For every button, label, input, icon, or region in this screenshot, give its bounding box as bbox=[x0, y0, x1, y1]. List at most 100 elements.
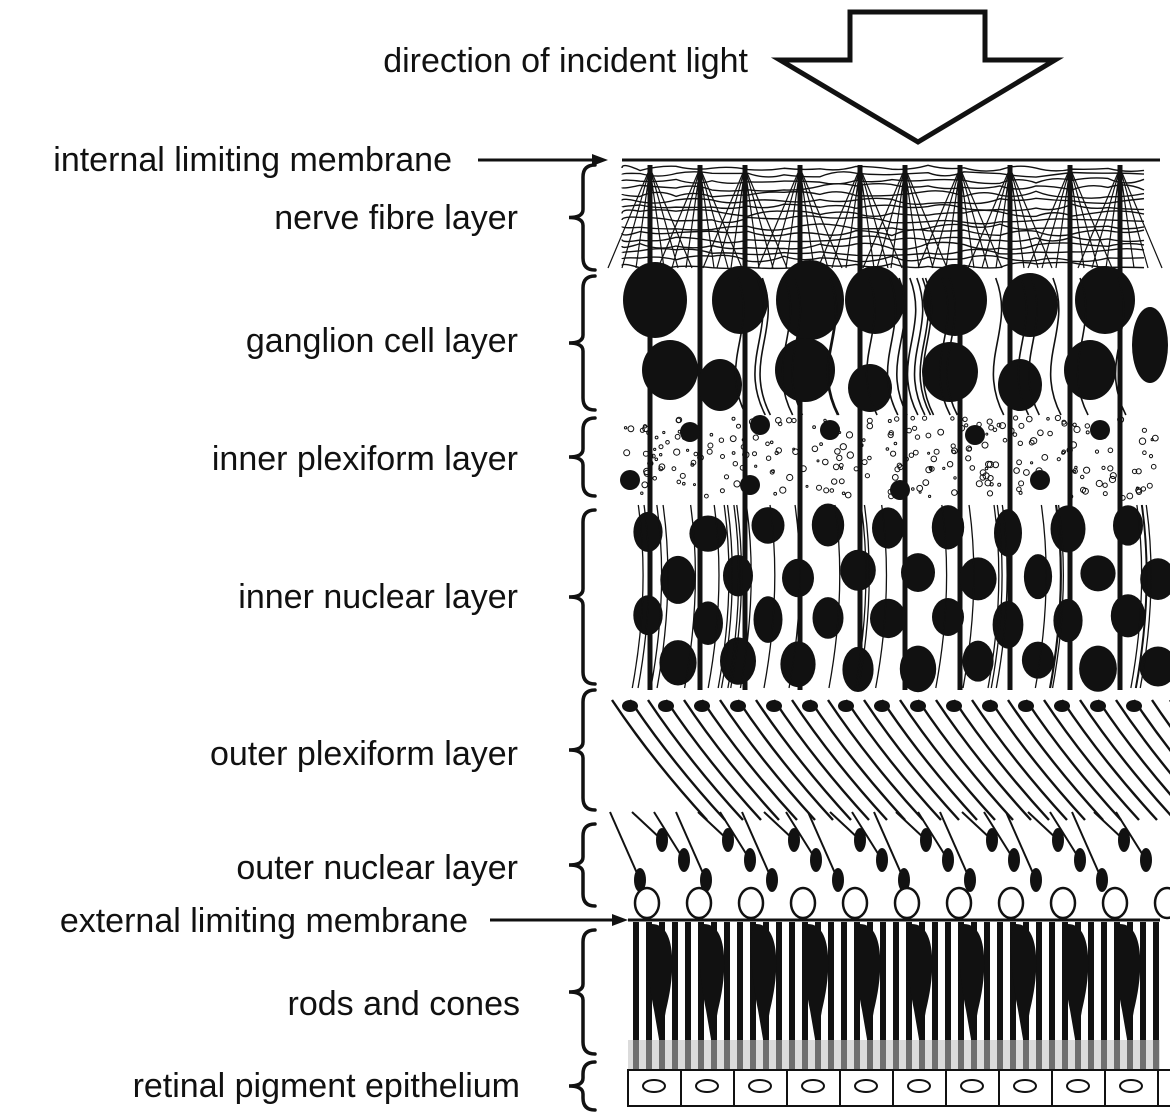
rod-fibre bbox=[719, 811, 751, 861]
rod-outer-segment bbox=[854, 922, 860, 1072]
plexiform-speck bbox=[627, 425, 635, 433]
rod-outer-segment bbox=[945, 922, 951, 1072]
nerve-fibre bbox=[621, 164, 1145, 173]
rpe-cell bbox=[1051, 1069, 1106, 1107]
plexiform-speck bbox=[652, 476, 658, 481]
fibre-strand bbox=[1091, 167, 1121, 269]
photoreceptor-axon bbox=[1115, 699, 1170, 775]
plexiform-speck bbox=[643, 467, 651, 476]
plexiform-speck bbox=[779, 486, 787, 494]
label-inner-plexiform-layer: inner plexiform layer bbox=[212, 440, 518, 478]
nerve-fibre bbox=[621, 235, 1145, 244]
inner-nucleus bbox=[959, 557, 997, 601]
plexiform-speck bbox=[986, 490, 994, 497]
ganglion-dendrite bbox=[1114, 277, 1127, 416]
plexiform-speck bbox=[822, 458, 829, 466]
brace-inl bbox=[568, 508, 597, 686]
outer-nuclear-layer-drawing bbox=[609, 811, 1170, 920]
plexiform-speck bbox=[1007, 427, 1015, 435]
synaptic-terminal bbox=[1054, 700, 1070, 712]
plexiform-speck bbox=[773, 491, 778, 496]
nerve-fibre-layer-drawing bbox=[607, 164, 1163, 690]
synaptic-terminal bbox=[874, 700, 890, 712]
photoreceptor-axon bbox=[719, 699, 816, 821]
bipolar-process bbox=[987, 504, 1000, 689]
label-nerve-fibre-layer: nerve fibre layer bbox=[274, 199, 518, 237]
cone-nucleus bbox=[789, 886, 817, 920]
inner-nucleus bbox=[1079, 645, 1117, 692]
amacrine-cell bbox=[1090, 420, 1110, 440]
rod-outer-segment bbox=[880, 922, 886, 1072]
plexiform-speck bbox=[653, 447, 657, 451]
outer-plexiform-layer-drawing bbox=[611, 699, 1170, 821]
cone-nucleus bbox=[1049, 886, 1077, 920]
fibre-strand bbox=[671, 167, 701, 269]
fibre-strand bbox=[1009, 167, 1039, 269]
plexiform-speck bbox=[1126, 492, 1134, 500]
plexiform-speck bbox=[1056, 457, 1061, 462]
rod-fibre bbox=[1005, 811, 1037, 881]
plexiform-speck bbox=[866, 417, 873, 424]
plexiform-speck bbox=[623, 449, 631, 457]
rod-outer-segment bbox=[724, 922, 730, 1072]
bipolar-process bbox=[730, 504, 743, 689]
fibre-strand bbox=[744, 167, 774, 269]
fibre-strand bbox=[607, 167, 651, 269]
photoreceptor-axon bbox=[1061, 699, 1158, 821]
inner-nucleus bbox=[1113, 505, 1143, 546]
plexiform-speck bbox=[731, 451, 736, 455]
plexiform-speck bbox=[951, 489, 958, 496]
fibre-strand bbox=[967, 167, 1011, 269]
ganglion-cell bbox=[848, 364, 892, 412]
bipolar-process bbox=[935, 504, 948, 689]
plexiform-speck bbox=[719, 488, 725, 494]
cone-nucleus bbox=[685, 886, 713, 920]
plexiform-speck bbox=[733, 480, 741, 488]
plexiform-speck bbox=[1030, 461, 1034, 465]
photoreceptor-axon bbox=[1133, 699, 1170, 753]
plexiform-speck bbox=[1146, 482, 1153, 489]
photoreceptor-axon bbox=[1097, 699, 1170, 796]
ganglion-cell bbox=[776, 260, 844, 340]
plexiform-speck bbox=[642, 425, 649, 433]
plexiform-speck bbox=[859, 443, 864, 448]
plexiform-speck bbox=[992, 461, 1000, 469]
rod-outer-segment bbox=[776, 922, 782, 1072]
nerve-fibre bbox=[621, 223, 1145, 231]
rpe-cell bbox=[892, 1069, 947, 1107]
fibre-strand bbox=[799, 167, 829, 269]
plexiform-speck bbox=[1151, 434, 1159, 442]
plexiform-speck bbox=[665, 440, 670, 445]
plexiform-speck bbox=[985, 460, 993, 468]
inner-nucleus bbox=[689, 515, 727, 552]
fibre-strand bbox=[876, 167, 906, 269]
bipolar-process bbox=[707, 504, 720, 689]
plexiform-speck bbox=[693, 483, 696, 487]
plexiform-speck bbox=[775, 417, 782, 424]
cone-nucleus bbox=[841, 886, 869, 920]
rod-fibre bbox=[917, 811, 949, 861]
rpe-cell bbox=[945, 1069, 1000, 1107]
plexiform-speck bbox=[867, 455, 872, 461]
plexiform-speck bbox=[1119, 495, 1126, 501]
photoreceptor-axon bbox=[809, 699, 906, 821]
plexiform-speck bbox=[1067, 493, 1074, 500]
rod-fibre bbox=[741, 811, 773, 881]
plexiform-speck bbox=[1140, 486, 1147, 492]
photoreceptor-axon bbox=[953, 699, 1050, 821]
plexiform-speck bbox=[659, 453, 663, 457]
plexiform-speck bbox=[1017, 440, 1023, 446]
plexiform-speck bbox=[912, 425, 918, 431]
rod-outer-segment bbox=[1140, 922, 1146, 1072]
synaptic-terminal bbox=[946, 700, 962, 712]
photoreceptor-axon bbox=[1025, 699, 1122, 821]
photoreceptor-axon bbox=[647, 699, 744, 821]
rod-outer-segment bbox=[958, 922, 964, 1072]
plexiform-speck bbox=[674, 433, 681, 440]
plexiform-speck bbox=[942, 466, 946, 470]
inner-nucleus bbox=[1050, 505, 1086, 553]
plexiform-speck bbox=[965, 445, 973, 452]
plexiform-speck bbox=[958, 424, 965, 432]
fibre-strand bbox=[649, 167, 679, 269]
